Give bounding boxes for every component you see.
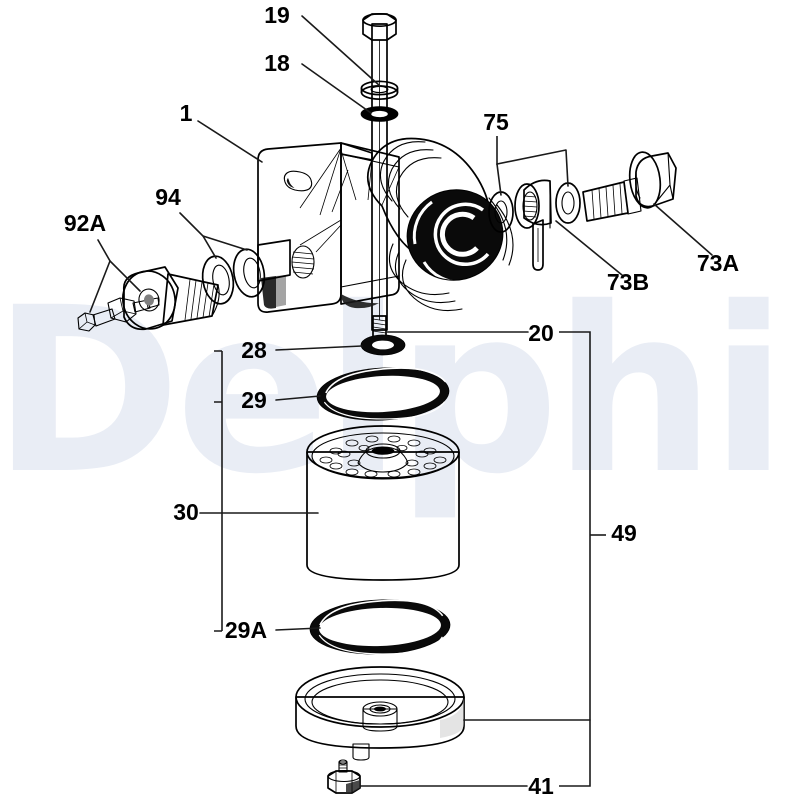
housing-threaded-port (291, 245, 315, 279)
bracket-94 (179, 212, 248, 259)
part-92A-bleed-screw (77, 297, 160, 332)
callout-label-73A[interactable]: 73A (697, 250, 739, 276)
part-29-o-ring-upper (316, 367, 450, 421)
callout-label-28[interactable]: 28 (241, 337, 267, 363)
callout-label-29A[interactable]: 29A (225, 617, 267, 643)
leader-73B (555, 220, 623, 276)
part-73A-hex-nut (582, 151, 677, 222)
leader-19 (301, 15, 381, 87)
part-18-o-ring (360, 106, 399, 122)
callout-label-92A[interactable]: 92A (64, 210, 106, 236)
callout-label-94[interactable]: 94 (155, 184, 181, 210)
part-28-o-ring (360, 334, 406, 356)
part-94-sealing-washers (201, 248, 266, 305)
part-29A-o-ring-lower (309, 599, 451, 655)
bracket-28-29-29A (214, 345, 363, 632)
leader-18 (301, 63, 372, 114)
part-1-filter-head-housing (257, 137, 514, 313)
part-41-drain-plug (327, 759, 361, 794)
housing-slot-hole (283, 170, 313, 192)
leader-1 (197, 120, 263, 163)
leader-73A (653, 203, 713, 256)
bracket-49 (463, 331, 606, 787)
part-73B-banjo-union (514, 179, 552, 271)
callout-label-41[interactable]: 41 (528, 773, 554, 799)
callout-label-18[interactable]: 18 (264, 50, 290, 76)
callout-label-20[interactable]: 20 (528, 320, 554, 346)
bracket-92A (89, 239, 141, 313)
callout-label-1[interactable]: 1 (180, 100, 193, 126)
callout-label-29[interactable]: 29 (241, 387, 267, 413)
callout-label-19[interactable]: 19 (264, 2, 290, 28)
banjo-bolt-threads (184, 279, 215, 321)
part-92A-banjo-bolt (122, 266, 220, 331)
callout-label-75[interactable]: 75 (483, 109, 509, 135)
bracket-75 (496, 136, 569, 196)
pump-head-cylinder (366, 137, 514, 312)
callout-label-49[interactable]: 49 (611, 520, 637, 546)
callout-label-30[interactable]: 30 (173, 499, 199, 525)
union-bolt-threads (591, 183, 623, 220)
filter-bowl (295, 666, 465, 761)
callout-label-73B[interactable]: 73B (607, 269, 649, 295)
part-30-filter-element (306, 425, 460, 581)
